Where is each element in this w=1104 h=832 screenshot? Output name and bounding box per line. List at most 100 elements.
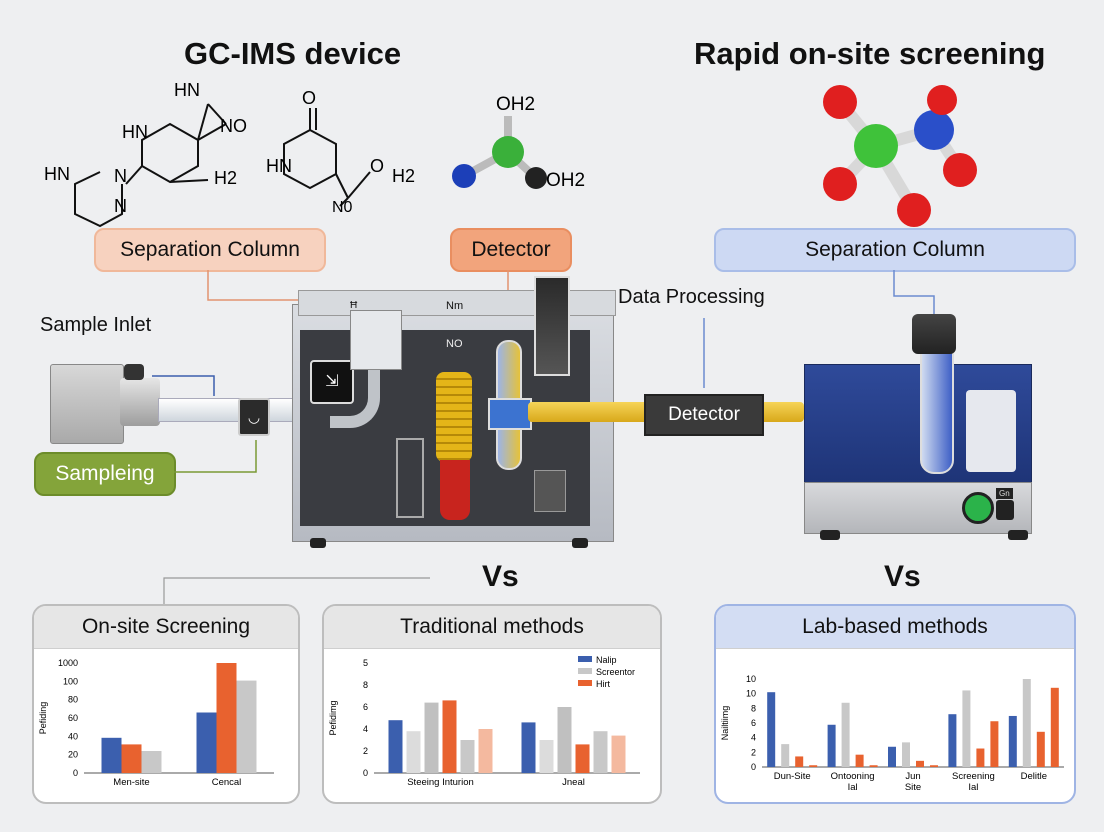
legend-swatch [578,680,592,686]
instrument-badge: Gn [996,488,1013,499]
legend-label: Nalip [596,655,617,665]
title-rapid-screening: Rapid on-site screening [694,36,1046,71]
lower-left-rack [396,438,424,518]
instrument-power-button[interactable] [962,492,994,524]
red-cylinder [440,460,470,520]
title-gc-ims: GC-IMS device [184,36,402,71]
cross-connector [488,398,532,430]
bar [841,702,850,767]
y-tick-label: 10 [746,674,756,684]
bar [424,702,439,773]
bar [1008,715,1017,767]
bar [916,760,924,767]
mol2-h2: H2 [392,166,415,186]
y-tick-label: 80 [68,695,78,705]
chart-title: On-site Screening [34,606,298,649]
sample-inlet-unit [50,364,124,444]
bar [236,680,257,773]
mol2-o2: O [370,156,384,176]
bar [196,712,217,773]
atom-green [492,136,524,168]
x-tick-label: Steeing Inturion [407,777,474,788]
chart-title: Lab-based methods [716,606,1074,649]
bar [478,729,493,773]
atom-red-1 [823,85,857,119]
yellow-coil-column [436,372,472,462]
device-foot-left [310,538,326,548]
lower-right-block [534,470,566,512]
x-tick-label: Site [905,782,921,793]
inlet-port-box[interactable]: ◡ [238,398,270,436]
transfer-pipe [330,360,380,428]
mol3-oh2-right: OH2 [546,170,585,191]
atom-red-5 [927,85,957,115]
bar [962,690,971,767]
bar [855,754,864,767]
tube-cap [912,314,956,354]
y-tick-label: 6 [363,702,368,712]
x-tick-label: Men-site [113,777,149,788]
instrument-foot-left [820,530,840,540]
y-axis-label: Pefiding [38,702,48,735]
y-axis-label: Nailtiimg [720,706,730,741]
instrument-port[interactable] [996,500,1014,520]
y-tick-label: 40 [68,731,78,741]
atom-black [525,167,547,189]
label-data-processing: Data Processing [618,286,765,308]
mol1-n2: N [114,196,127,216]
bar [611,735,626,773]
molecule-model-small: OH2 OH2 [452,94,585,191]
callout-sampling: Sampleing [34,452,176,496]
callout-detector-top: Detector [450,228,572,272]
inlet-connector [120,378,160,426]
bar [121,744,142,773]
y-tick-label: 0 [363,768,368,778]
y-tick-label: 1000 [58,658,78,668]
instrument-control-panel[interactable] [966,390,1016,472]
bar [781,744,790,767]
bar [1036,731,1045,767]
legend-swatch [578,656,592,662]
mol1-ring-left [74,171,123,228]
y-tick-label: 10 [746,689,756,699]
legend-label: Screentor [596,667,635,677]
label-sample-inlet: Sample Inlet [40,314,152,336]
bar [795,756,804,767]
bar [990,721,999,767]
y-tick-label: 4 [363,724,368,734]
y-tick-label: 0 [751,762,756,772]
instrument-foot-right [1008,530,1028,540]
bar [948,714,957,767]
callout-separation-column-right: Separation Column [714,228,1076,272]
lab-instrument-base [804,482,1032,534]
molecule-model-large [823,85,977,227]
valve-knob[interactable] [124,364,144,380]
lab-instrument-tube [920,346,954,474]
bar [101,737,122,773]
bar [575,744,590,773]
bar [521,722,536,773]
vs-right: Vs [884,560,921,593]
y-tick-label: 4 [751,733,756,743]
x-tick-label: Ial [848,782,858,793]
bar [557,707,572,773]
bar [902,742,910,767]
mol1-hn-mid: HN [122,122,148,142]
mol1-h2: H2 [214,168,237,188]
y-tick-label: 100 [63,676,78,686]
bar [406,731,421,773]
bar [827,724,836,767]
mol1-hn-top: HN [174,80,200,100]
y-axis-label: Pefidimg [328,700,338,735]
bar [767,692,776,767]
y-tick-label: 2 [363,746,368,756]
y-tick-label: 2 [751,747,756,757]
y-tick-label: 5 [363,658,368,668]
y-tick-label: 60 [68,713,78,723]
device-tiny-label-3: Ħ [350,300,358,311]
chart-title: Traditional methods [324,606,660,649]
x-tick-label: Dun-Site [774,771,811,782]
